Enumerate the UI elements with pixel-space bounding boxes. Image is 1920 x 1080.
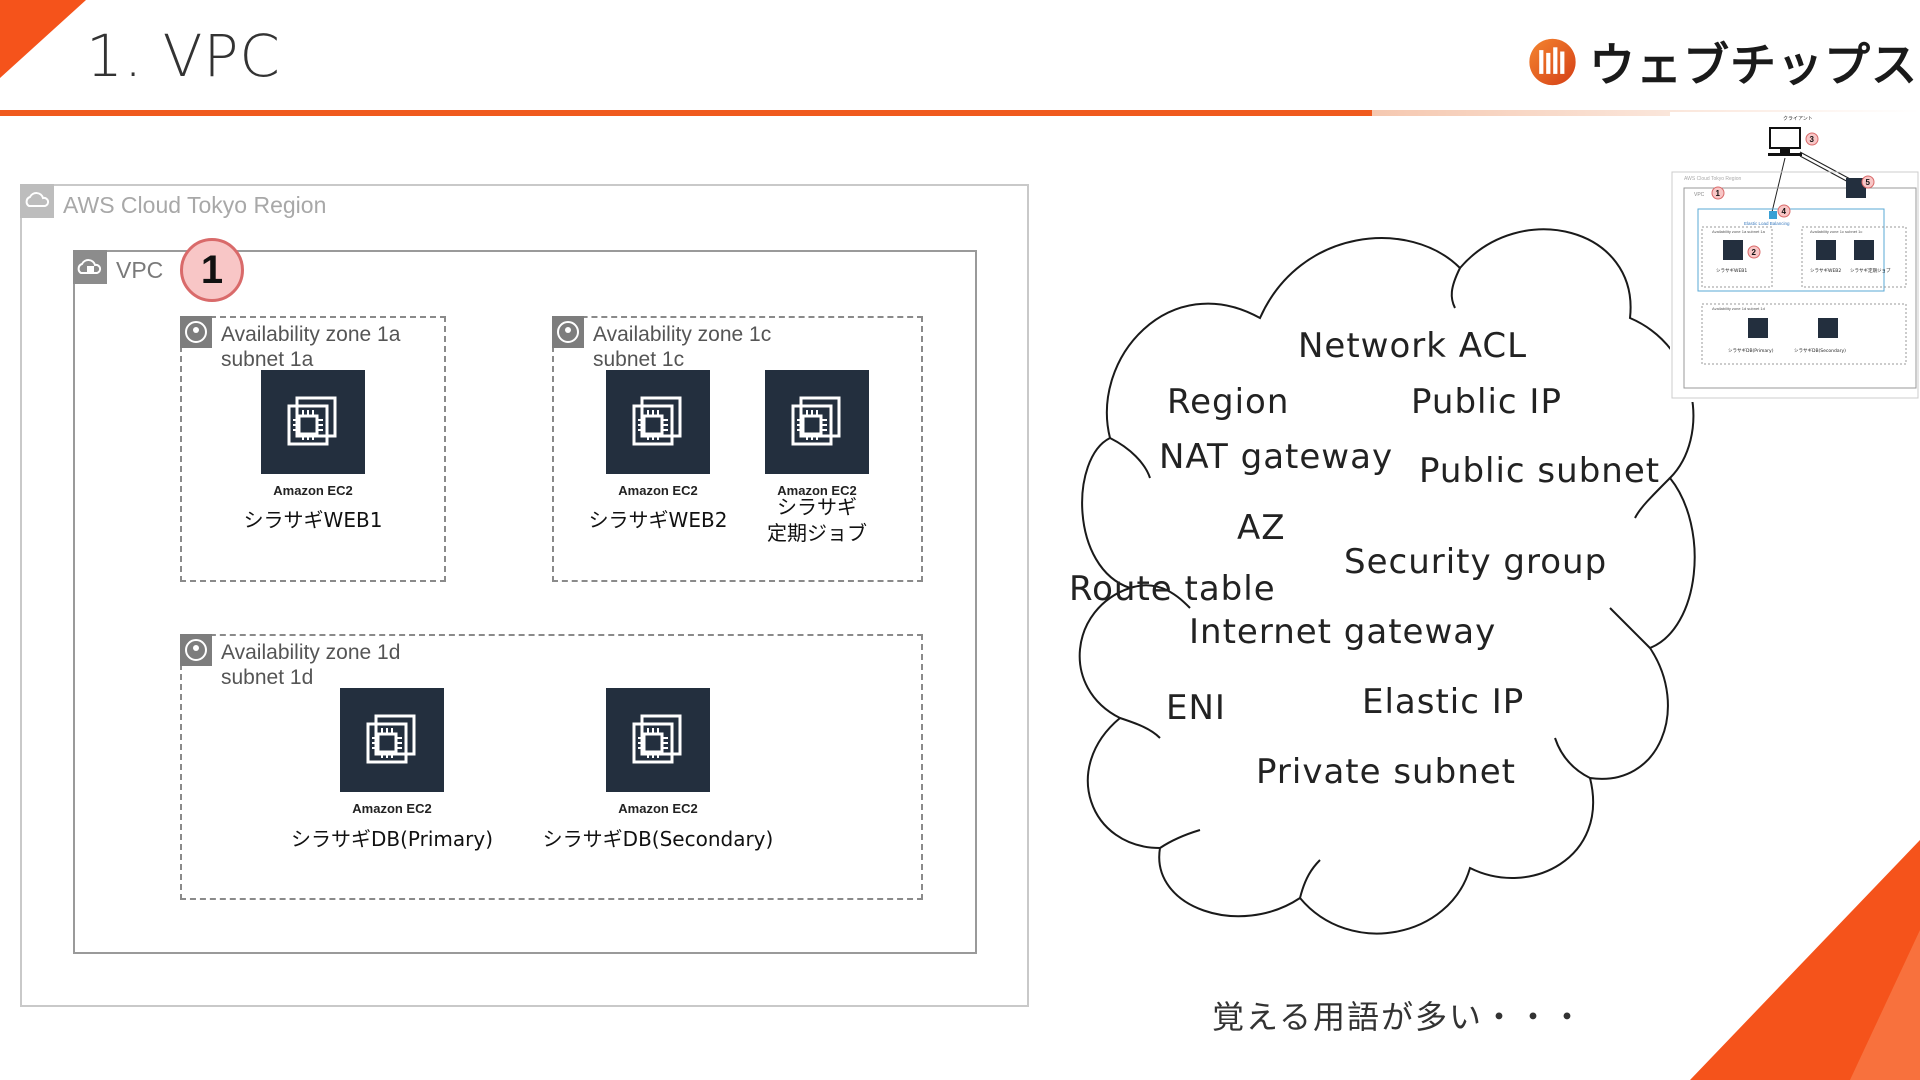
- term-eni: ENI: [1166, 688, 1226, 728]
- ec2-chip-icon: [340, 688, 444, 792]
- client-computer-icon: [1768, 127, 1802, 156]
- location-pin-icon: [180, 634, 212, 666]
- ec2-chip-icon: [606, 370, 710, 474]
- term-az: AZ: [1237, 508, 1286, 548]
- region-label: AWS Cloud Tokyo Region: [63, 192, 327, 218]
- svg-text:シラサギDB(Primary): シラサギDB(Primary): [1728, 348, 1774, 354]
- company-logo: ウェブチップス: [1528, 26, 1918, 98]
- architecture-thumbnail: クライアント 3 AWS Cloud Tokyo Region VPC 1 El…: [1670, 112, 1920, 402]
- term-network-acl: Network ACL: [1298, 326, 1528, 366]
- ec2-caption: Amazon EC2: [618, 801, 698, 816]
- svg-text:Elastic Load Balancing: Elastic Load Balancing: [1744, 221, 1790, 226]
- svg-text:シラサギWEB2: シラサギWEB2: [1810, 268, 1841, 274]
- availability-zone-1d: [180, 634, 923, 900]
- ec2-name: シラサギWEB2: [588, 508, 728, 532]
- term-security-group: Security group: [1344, 542, 1608, 582]
- ec2-chip-icon: [765, 370, 869, 474]
- slide-title: 1. VPC: [86, 22, 281, 90]
- svg-text:VPC: VPC: [1694, 192, 1705, 198]
- logo-mark-icon: [1529, 38, 1576, 86]
- term-route-table: Route table: [1069, 569, 1276, 609]
- vpc-label: VPC: [116, 257, 164, 283]
- svg-text:5: 5: [1866, 178, 1871, 187]
- svg-text:4: 4: [1782, 207, 1787, 216]
- svg-text:AWS Cloud Tokyo Region: AWS Cloud Tokyo Region: [1684, 176, 1741, 182]
- ec2-name: シラサギDB(Secondary): [542, 827, 774, 851]
- corner-accent-top-left: [0, 0, 86, 78]
- header-rule: [0, 110, 1372, 116]
- term-region: Region: [1167, 382, 1290, 422]
- svg-text:シラサギWEB1: シラサギWEB1: [1716, 268, 1747, 274]
- vpc-container: [73, 250, 977, 954]
- ec2-name: シラサギDB(Primary): [290, 827, 493, 851]
- header-rule-fade: [1372, 110, 1920, 116]
- ec2-chip-icon: [606, 688, 710, 792]
- term-elastic-ip: Elastic IP: [1362, 682, 1525, 722]
- svg-text:Availability zone 1d subnet 1d: Availability zone 1d subnet 1d: [1712, 306, 1765, 311]
- svg-text:シラサギDB(Secondary): シラサギDB(Secondary): [1794, 348, 1846, 354]
- caption-many-terms: 覚える用語が多い・・・: [1212, 998, 1586, 1036]
- ec2-name: シラサギ定期ジョブ: [767, 495, 867, 545]
- location-pin-icon: [180, 316, 212, 348]
- term-public-ip: Public IP: [1411, 382, 1562, 422]
- ec2-caption: Amazon EC2: [352, 801, 432, 816]
- ec2-chip-icon: [261, 370, 365, 474]
- vpc-cloud-lock-icon: [73, 250, 107, 284]
- ec2-caption: Amazon EC2: [777, 483, 857, 498]
- availability-zone-1c: [552, 316, 923, 582]
- logo-text: ウェブチップス: [1589, 38, 1918, 92]
- availability-zone-1a: [180, 316, 446, 582]
- ec2-caption: Amazon EC2: [618, 483, 698, 498]
- term-internet-gateway: Internet gateway: [1189, 612, 1497, 652]
- aws-region-container: [20, 184, 1029, 1007]
- svg-text:Availability zone 1a subnet 1a: Availability zone 1a subnet 1a: [1712, 229, 1766, 234]
- term-nat-gateway: NAT gateway: [1159, 437, 1394, 477]
- terms-cloud-shape: [1078, 228, 1696, 935]
- ec2-name: シラサギWEB1: [243, 508, 383, 532]
- svg-text:2: 2: [1752, 248, 1757, 257]
- step-badge: 1: [180, 238, 244, 302]
- ec2-caption: Amazon EC2: [273, 483, 353, 498]
- svg-text:Availability zone 1c subnet 1c: Availability zone 1c subnet 1c: [1810, 229, 1862, 234]
- thumb-client-label: クライアント: [1783, 116, 1813, 122]
- term-private-subnet: Private subnet: [1256, 752, 1516, 792]
- term-public-subnet: Public subnet: [1419, 451, 1661, 491]
- svg-text:シラサギ定期ジョブ: シラサギ定期ジョブ: [1850, 267, 1891, 274]
- corner-accent-highlight: [1850, 930, 1920, 1080]
- svg-text:1: 1: [1716, 189, 1721, 198]
- svg-text:3: 3: [1810, 135, 1815, 144]
- location-pin-icon: [552, 316, 584, 348]
- cloud-icon: [20, 184, 54, 218]
